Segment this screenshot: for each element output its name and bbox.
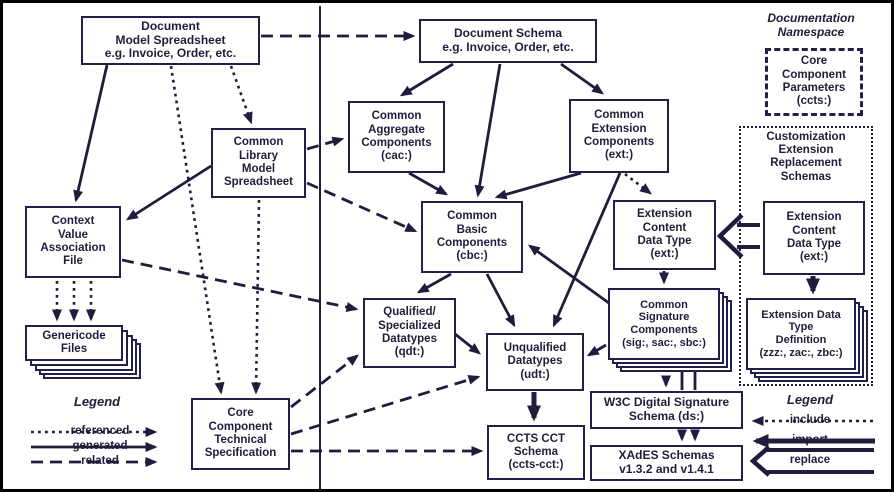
documentation-namespace-label: Documentation Namespace <box>767 11 855 39</box>
box-document-model-spreadsheet: Document Model Spreadsheet e.g. Invoice,… <box>81 16 260 65</box>
legend-left-referenced: referenced <box>70 425 130 437</box>
legend-left-arrows <box>31 427 158 467</box>
arrow-layer <box>31 6 875 489</box>
legend-left-generated: generated <box>72 440 128 452</box>
arrows-related <box>121 31 484 456</box>
arrow-dms-to-cva <box>73 64 109 203</box>
arrow-csc-to-cbc <box>527 244 614 308</box>
arrow-cec-to-ecdt <box>624 172 652 195</box>
arrow-qsd-to-udt <box>454 332 481 355</box>
legend-left-title: Legend <box>73 394 121 409</box>
customization-schemas-container <box>739 126 873 386</box>
box-common-aggregate-components: Common Aggregate Components (cac:) <box>348 101 445 173</box>
arrow-ccts-to-udt <box>290 374 481 436</box>
arrow-clms-to-cbc <box>306 181 418 233</box>
arrow-dms-to-ccts <box>169 65 225 395</box>
box-w3c-digital-signature-schema: W3C Digital Signature Schema (ds:) <box>590 391 743 429</box>
box-common-signature-components: Common Signature Components (sig:, sac:,… <box>608 288 720 360</box>
arrow-clms-to-cva <box>125 164 212 221</box>
arrow-clms-to-cac <box>306 136 345 151</box>
legend-right-arrows <box>749 416 875 477</box>
box-ccts-cct-schema: CCTS CCT Schema (ccts-cct:) <box>487 425 585 480</box>
box-common-extension-components: Common Extension Components (ext:) <box>569 99 669 173</box>
legend-right-title: Legend <box>786 392 834 407</box>
arrow-csc-to-udt <box>586 343 607 357</box>
arrow-cva-to-qsd <box>121 258 359 312</box>
legend-replace-chevron <box>749 445 771 477</box>
box-extension-content-data-type-right: Extension Content Data Type (ext:) <box>763 201 865 275</box>
arrow-ds-to-cbc <box>474 63 502 198</box>
legend-right-replace: replace <box>789 454 831 466</box>
legend-right-import: import <box>792 434 828 446</box>
box-common-library-model-spreadsheet: Common Library Model Spreadsheet <box>211 128 306 198</box>
arrow-cbc-to-qsd <box>416 272 452 294</box>
arrow-ds-to-cac <box>399 62 454 97</box>
box-core-component-parameters: Core Component Parameters (ccts:) <box>765 48 863 116</box>
box-core-component-technical-specification: Core Component Technical Specification <box>191 398 290 470</box>
arrow-clms-to-ccts <box>251 199 262 395</box>
legend-right-include: include <box>789 414 831 426</box>
arrows-referenced <box>52 65 652 395</box>
box-extension-content-data-type-left: Extension Content Data Type (ext:) <box>613 200 716 270</box>
arrow-cbc-to-udt <box>485 273 516 328</box>
box-qualified-specialized-datatypes: Qualified/ Specialized Datatypes (qdt:) <box>363 298 456 368</box>
replace-chevron <box>716 213 744 259</box>
arrows-generated <box>73 62 700 442</box>
box-document-schema: Document Schema e.g. Invoice, Order, etc… <box>419 19 597 63</box>
arrows-import-thick <box>527 276 820 422</box>
arrow-cac-to-cbc <box>408 171 449 196</box>
arrow-dms-to-clms <box>229 65 253 125</box>
box-unqualified-datatypes: Unqualified Datatypes (udt:) <box>486 333 584 391</box>
arrow-cec-to-cbc <box>494 171 582 200</box>
customization-schemas-title: Customization Extension Replacement Sche… <box>766 131 846 183</box>
legend-left-related: related <box>81 455 119 467</box>
box-context-value-association-file: Context Value Association File <box>25 206 121 278</box>
box-genericode-files: Genericode Files <box>25 325 123 361</box>
box-xades-schemas: XAdES Schemas v1.3.2 and v1.4.1 <box>590 445 743 481</box>
box-common-basic-components: Common Basic Components (cbc:) <box>421 201 523 273</box>
arrow-cec-to-udt <box>552 172 622 328</box>
box-extension-data-type-definition: Extension Data Type Definition (zzz:, za… <box>746 298 856 370</box>
arrow-ds-to-cec <box>560 62 605 95</box>
arrow-ccts-to-qsd <box>290 354 359 409</box>
